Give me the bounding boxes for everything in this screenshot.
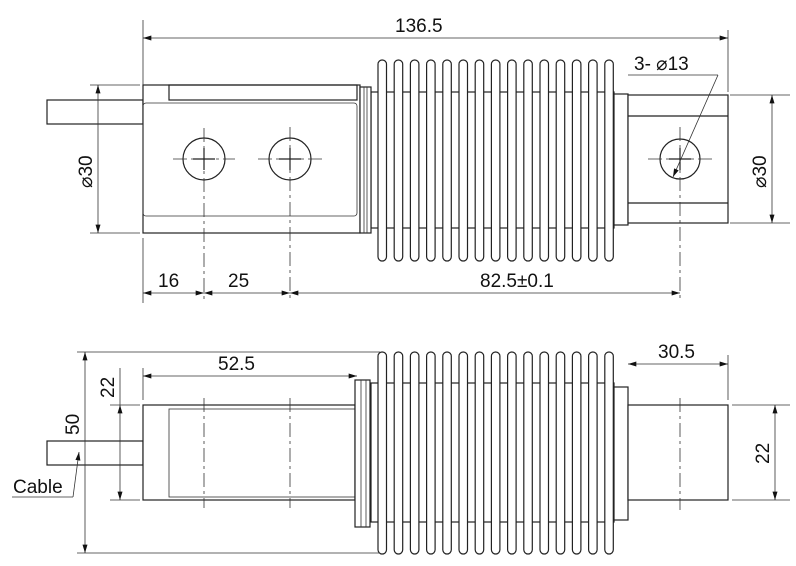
bellows-fin (571, 351, 582, 555)
bellows-fin (507, 59, 517, 262)
dim-height-50: 50 (63, 414, 84, 435)
bellows-fin (377, 351, 388, 555)
bellows-fin (426, 351, 436, 555)
bellows-fin (555, 351, 566, 555)
cable-top (46, 99, 144, 125)
bellows-fin (490, 59, 501, 262)
cable-side (46, 440, 144, 466)
bellows-fin (571, 59, 582, 262)
bellows-fin (523, 351, 533, 555)
dim-52-5: 52.5 (218, 354, 255, 375)
hole-1 (173, 128, 235, 300)
bellows-fin (539, 351, 550, 555)
bellows-fin (442, 351, 452, 555)
right-block-side (627, 404, 729, 501)
bellows-fin (587, 59, 598, 262)
bellows-fin (377, 59, 388, 262)
left-block-inner (142, 102, 358, 217)
bellows-fin (587, 351, 598, 555)
dim-left-height-22: 22 (98, 377, 119, 398)
bellows-fin (604, 351, 614, 555)
dim-right-height-22: 22 (753, 443, 774, 464)
bellows-fin (490, 351, 501, 555)
side-view: 50 22 52.5 30.5 22 Cable (12, 342, 790, 555)
top-view: 136.5 3- ⌀13 ⌀30 ⌀30 16 25 82.5±0.1 (46, 16, 790, 303)
bellows-fin (393, 351, 404, 555)
left-flange-top (359, 86, 372, 234)
left-block-side (142, 404, 356, 501)
bellows-fin (539, 59, 550, 262)
bellows-fin (442, 59, 452, 262)
bellows-fin (474, 351, 485, 555)
bellows-fin (426, 59, 436, 262)
bellows-fin (409, 351, 420, 555)
dim-overall-length: 136.5 (395, 16, 443, 37)
dim-left-diameter: ⌀30 (76, 155, 97, 188)
bellows-fin (458, 351, 469, 555)
bellows-fin (604, 59, 614, 262)
hole-3 (648, 127, 712, 300)
bellows-side (370, 351, 615, 555)
right-flange-top (613, 93, 629, 226)
bellows-fin (393, 59, 404, 262)
dim-16: 16 (158, 271, 179, 292)
cable-label: Cable (13, 477, 63, 498)
dim-82-5: 82.5±0.1 (480, 271, 554, 292)
left-flange-side (354, 379, 371, 528)
bellows-top (370, 59, 615, 262)
bellows-fin (507, 351, 517, 555)
right-flange-side (613, 386, 629, 521)
bellows-fin (458, 59, 469, 262)
dim-right-diameter: ⌀30 (750, 155, 771, 188)
bellows-fin (474, 59, 485, 262)
dim-30-5: 30.5 (658, 342, 695, 363)
bellows-fin (409, 59, 420, 262)
dim-hole-callout: 3- ⌀13 (634, 54, 689, 75)
bellows-fin (523, 59, 533, 262)
bellows-fin (555, 59, 566, 262)
hole-2 (258, 127, 322, 300)
left-block-strip (168, 84, 358, 101)
dim-25: 25 (228, 271, 249, 292)
